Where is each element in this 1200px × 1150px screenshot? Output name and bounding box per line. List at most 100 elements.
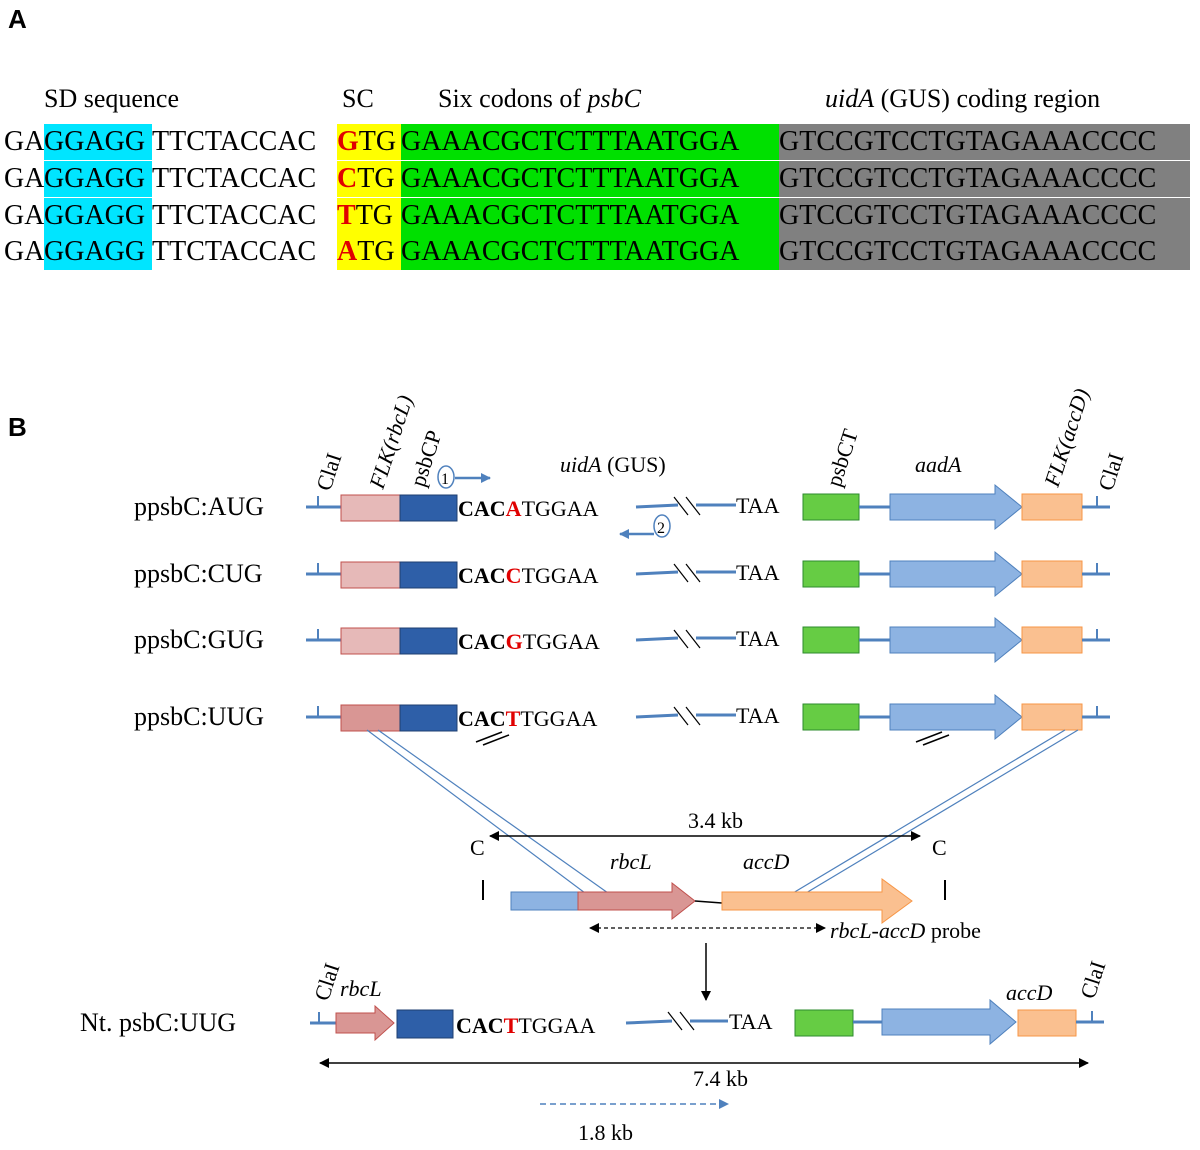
stop-codon: TAA (736, 560, 780, 585)
sd-box: GGAGG (44, 124, 152, 160)
wildtype-accd-arrow (721, 878, 913, 924)
flk-accd-label: FLK(accD) (1039, 385, 1094, 490)
gus-break-a (673, 629, 689, 649)
seq-suffix: TGGAA (520, 706, 597, 731)
flk-accd-block (1021, 493, 1083, 521)
gus-coding-box: GTCCGTCCTGTAGAAACCCC (779, 198, 1190, 234)
psbcp-promoter-block (399, 627, 458, 655)
start-codon-first-base: C (337, 163, 358, 194)
start-codon-first-base: T (337, 200, 356, 231)
construct-sequence: CACCTGGAA (458, 563, 599, 588)
gus-coding-box: GTCCGTCCTGTAGAAACCCC (779, 124, 1190, 160)
psbct-terminator-block (802, 560, 860, 588)
construct-name: ppsbC:GUG (134, 625, 264, 654)
psbc-codons-box: GAAACGCTCTTTAATGGA (401, 124, 779, 160)
uida-gus-suffix: (GUS) (602, 452, 666, 477)
transplastomic-aada-arrow (881, 998, 1017, 1046)
six-codons-prefix: Six codons of (438, 84, 588, 113)
psbcp-promoter-block (399, 561, 458, 589)
psbc-codons-box: GAAACGCTCTTTAATGGA (401, 198, 779, 234)
crossover-mark-left (475, 731, 510, 746)
transplastomic-promoter (396, 1009, 454, 1039)
sc-header: SC (342, 84, 374, 113)
primer-1: 1 (437, 465, 491, 489)
spacer-seq: TTCTACCAC (152, 163, 317, 194)
aada-arrow (889, 693, 1023, 741)
uida-gus-label: uidA (GUS) (560, 452, 666, 477)
flk-rbcl-block (340, 704, 402, 732)
probe-label: rbcL-accD probe (830, 918, 981, 943)
primer-1-number: 1 (441, 471, 449, 488)
panel-b-label: B (8, 412, 27, 442)
uida-coding-suffix: (GUS) coding region (874, 84, 1101, 113)
uida-gus-gene: uidA (560, 452, 602, 477)
aada-label: aadA (915, 452, 962, 477)
transplastomic-gus-line-a (625, 1019, 673, 1025)
transplastomic-accd-label: accD (1006, 980, 1053, 1005)
uida-gene-name: uidA (825, 84, 875, 113)
gus-line-a (635, 503, 679, 509)
construct-sequence: CACATGGAA (458, 496, 599, 521)
start-codon-box: TTG (337, 198, 401, 234)
sd-box: GGAGG (44, 234, 152, 270)
start-codon-box: ATG (337, 234, 401, 270)
transplastomic-name: Nt. psbC:UUG (80, 1008, 236, 1037)
sd-box: GGAGG (44, 198, 152, 234)
transplastomic-start-base: T (504, 1013, 519, 1038)
start-base: A (506, 496, 522, 521)
flk-rbcl-block (340, 627, 402, 655)
start-base: G (506, 629, 523, 654)
transplastomic-stop: TAA (729, 1009, 773, 1034)
size-1-8kb-label: 1.8 kb (578, 1120, 633, 1145)
transplastomic-seq-suffix: TGGAA (518, 1013, 595, 1038)
seq-suffix: TGGAA (523, 629, 600, 654)
six-codons-header: Six codons of psbC (438, 84, 641, 114)
construct-sequence: CACTTGGAA (458, 706, 597, 731)
psbct-terminator-block (802, 626, 860, 654)
six-codons-gene: psbC (587, 84, 641, 113)
probe-gene: rbcL-accD (830, 918, 925, 943)
gus-line-a (635, 636, 679, 642)
flk-accd-block (1021, 560, 1083, 588)
seq-leader: GA (4, 200, 45, 231)
cla-site-right-label: C (932, 835, 947, 860)
gus-break-a (673, 496, 689, 516)
transplastomic-break-a (667, 1011, 683, 1031)
seq-leader: GA (4, 163, 45, 194)
aada-arrow (889, 616, 1023, 664)
stop-codon: TAA (736, 703, 780, 728)
psbcp-promoter-block (399, 704, 458, 732)
wildtype-locus: 3.4 kb C C rbcL accD rbcL-accD probe (470, 808, 981, 1001)
aada-arrow (889, 550, 1023, 598)
psbc-codons-box: GAAACGCTCTTTAATGGA (401, 161, 779, 197)
primer-2-number: 2 (657, 520, 665, 537)
sd-sequence-header: SD sequence (44, 84, 180, 113)
spacer-seq: TTCTACCAC (152, 236, 317, 267)
seq-suffix: TGGAA (522, 563, 599, 588)
flk-rbcl-block (340, 494, 402, 522)
start-codon-box: CTG (337, 161, 401, 197)
gus-break-b (685, 629, 701, 649)
seq-suffix: TGGAA (522, 496, 599, 521)
construct-name: ppsbC:AUG (134, 492, 264, 521)
stop-codon: TAA (736, 626, 780, 651)
wildtype-intergenic (694, 900, 723, 904)
primer-2: 2 (619, 514, 671, 539)
panel-a-label: A (8, 4, 27, 34)
uida-coding-header: uidA (GUS) coding region (825, 84, 1100, 114)
gus-coding-box: GTCCGTCCTGTAGAAACCCC (779, 161, 1190, 197)
psbct-label: psbCT (821, 425, 863, 489)
start-codon-box: GTG (337, 124, 401, 160)
transplastomic-rbcl-label: rbcL (340, 976, 382, 1001)
gus-break-a (673, 706, 689, 726)
construct-sequence: CACGTGGAA (458, 629, 600, 654)
psbct-terminator-block (802, 703, 860, 731)
start-base: T (506, 706, 521, 731)
gus-coding-box: GTCCGTCCTGTAGAAACCCC (779, 234, 1190, 270)
size-3-4kb-label: 3.4 kb (688, 808, 743, 833)
start-codon-rest: TG (358, 126, 397, 157)
